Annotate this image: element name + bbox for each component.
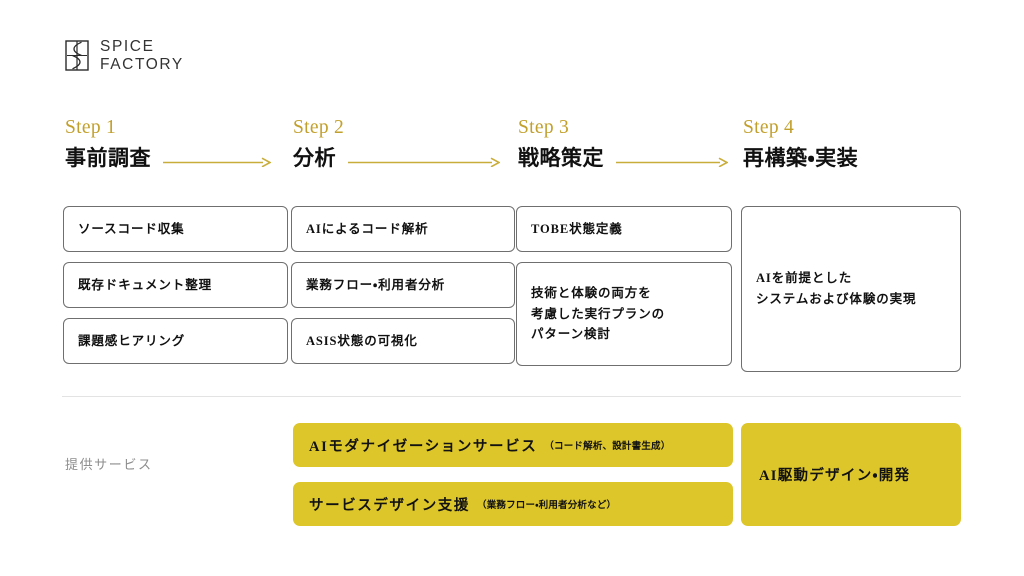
step-number: Step 2 xyxy=(293,117,345,138)
service-bar-service-design: サービスデザイン支援 （業務フロー・利用者分析など） xyxy=(293,482,733,526)
brand-line-1: SPICE xyxy=(100,38,155,55)
arrow-right-icon xyxy=(163,156,271,167)
card-line: ソースコード収集 xyxy=(78,221,185,236)
step-title: 再構築・実装 xyxy=(743,145,859,170)
step-number: Step 3 xyxy=(518,117,570,138)
card-column-2: AIによるコード解析 業務フロー・利用者分析 ASIS状態の可視化 xyxy=(291,206,515,364)
service-block-ai-driven-design: AI駆動デザイン・開発 xyxy=(741,423,961,526)
card-line: 考慮した実行プランの xyxy=(531,306,666,321)
step-header-1: Step 1 事前調査 xyxy=(65,118,271,169)
step-header-3: Step 3 戦略策定 xyxy=(518,118,728,169)
card-line: TOBE状態定義 xyxy=(531,221,623,236)
card-line: 課題感ヒアリング xyxy=(78,333,186,348)
process-card: 課題感ヒアリング xyxy=(63,318,288,364)
card-line: システムおよび体験の実現 xyxy=(756,292,917,306)
brand-line-2: FACTORY xyxy=(100,55,184,73)
service-title: AIモダナイゼーションサービス xyxy=(309,438,538,455)
services-label: 提供サービス xyxy=(65,457,153,472)
section-divider xyxy=(62,396,961,397)
steps-row: Step 1 事前調査 Step 2 分析 Step 3 xyxy=(0,118,1024,188)
step-title: 分析 xyxy=(293,145,336,170)
card-line: AIによるコード解析 xyxy=(306,221,429,236)
step-number: Step 4 xyxy=(743,117,795,138)
service-subtitle: （コード解析、設計書生成） xyxy=(544,442,671,452)
brand-logo: SPICE FACTORY xyxy=(65,38,184,74)
process-card: AIによるコード解析 xyxy=(291,206,515,252)
card-line: 業務フロー・利用者分析 xyxy=(306,277,446,292)
card-line: 技術と体験の両方を xyxy=(531,286,652,301)
step-header-2: Step 2 分析 xyxy=(293,118,500,169)
card-column-1: ソースコード収集 既存ドキュメント整理 課題感ヒアリング xyxy=(63,206,288,364)
step-number: Step 1 xyxy=(65,117,117,138)
service-subtitle: （業務フロー・利用者分析など） xyxy=(477,501,617,511)
arrow-right-icon xyxy=(348,156,500,167)
service-bar-ai-modernization: AIモダナイゼーションサービス （コード解析、設計書生成） xyxy=(293,423,733,467)
process-card: AIを前提とした システムおよび体験の実現 xyxy=(741,206,961,372)
process-card: ソースコード収集 xyxy=(63,206,288,252)
step-title: 事前調査 xyxy=(65,145,151,170)
process-card: 業務フロー・利用者分析 xyxy=(291,262,515,308)
card-line: AIを前提とした xyxy=(756,271,853,286)
process-card: 既存ドキュメント整理 xyxy=(63,262,288,308)
card-column-3: TOBE状態定義 技術と体験の両方を 考慮した実行プランの パターン検討 xyxy=(516,206,732,366)
service-title: サービスデザイン支援 xyxy=(309,497,470,514)
step-title: 戦略策定 xyxy=(518,145,604,170)
card-column-4: AIを前提とした システムおよび体験の実現 xyxy=(741,206,961,372)
step-header-4: Step 4 再構築・実装 xyxy=(743,118,858,169)
process-card: TOBE状態定義 xyxy=(516,206,732,252)
spice-factory-logo-icon xyxy=(65,40,89,72)
card-line: 既存ドキュメント整理 xyxy=(78,277,213,292)
arrow-right-icon xyxy=(616,156,728,167)
process-card: ASIS状態の可視化 xyxy=(291,318,515,364)
process-card: 技術と体験の両方を 考慮した実行プランの パターン検討 xyxy=(516,262,732,366)
brand-wordmark: SPICE FACTORY xyxy=(100,38,184,74)
card-line: パターン検討 xyxy=(531,327,611,342)
card-line: ASIS状態の可視化 xyxy=(306,333,418,348)
service-title: AI駆動デザイン・開発 xyxy=(759,468,911,484)
